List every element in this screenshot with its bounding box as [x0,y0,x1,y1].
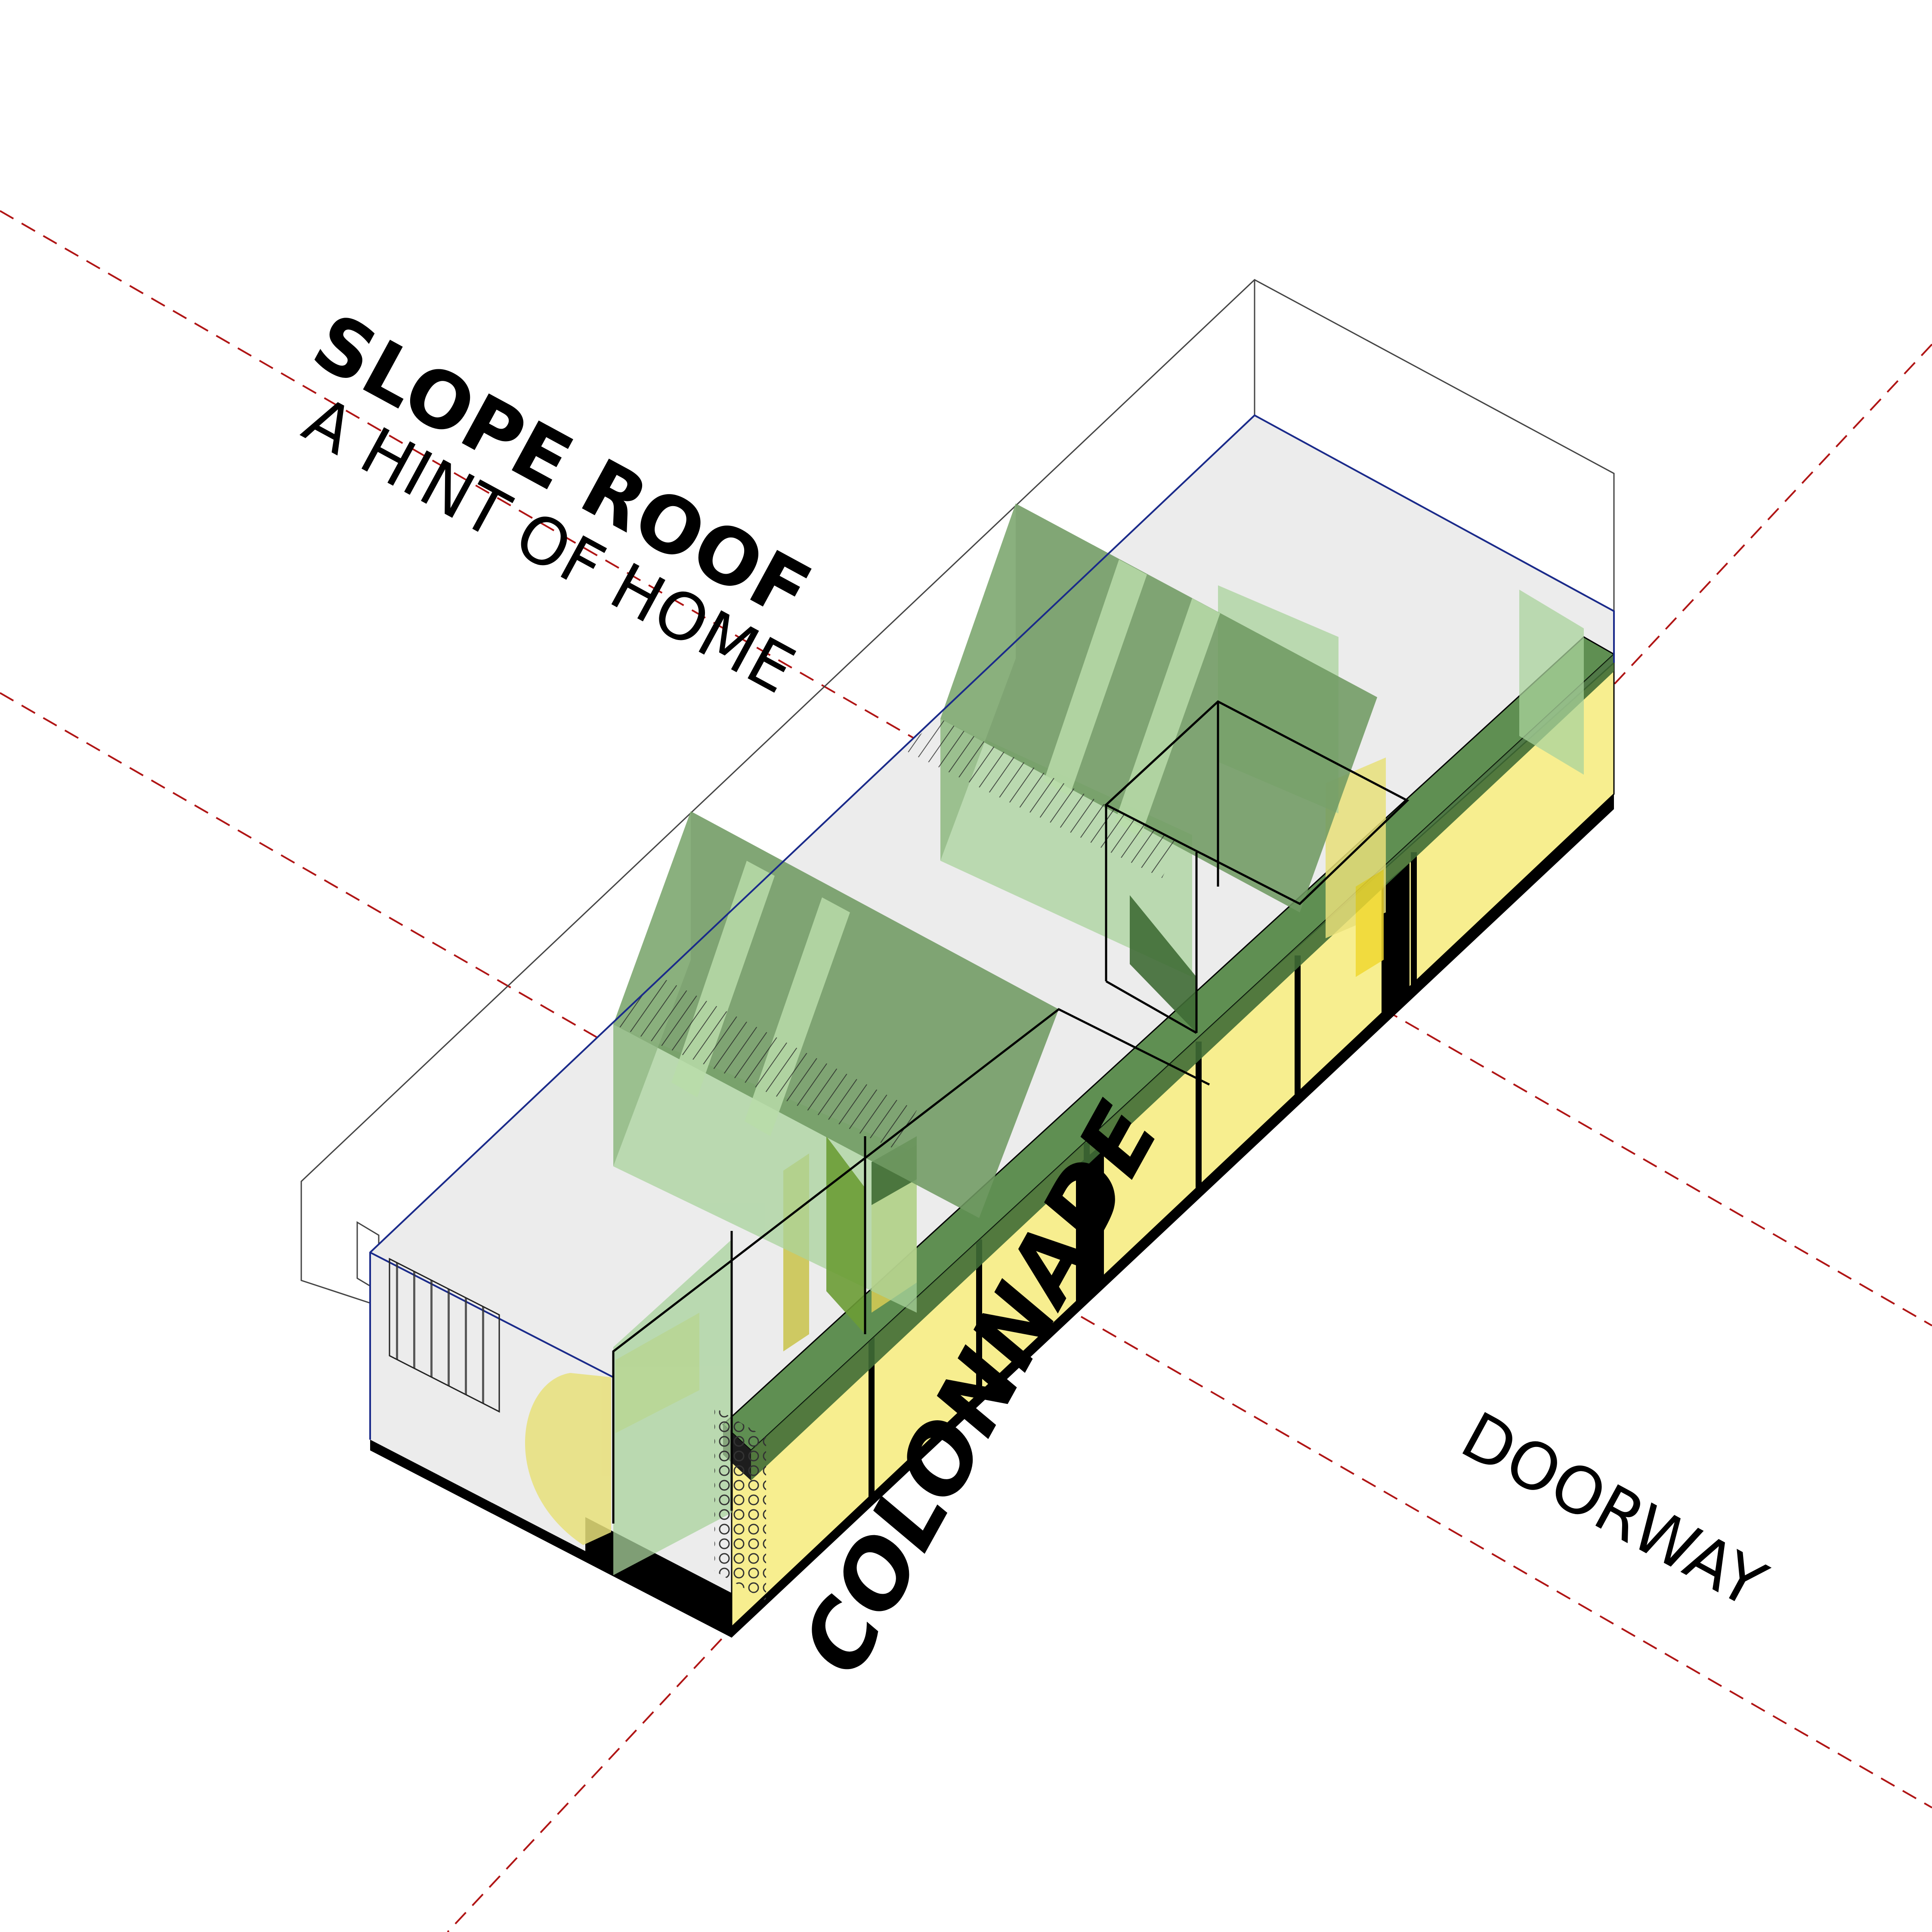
hatched-gutter [902,719,1179,878]
thick-pillar [1076,1143,1104,1308]
roof-plane [613,811,1059,1218]
left-facade-details [389,1258,766,1601]
roof-skylight [1115,598,1220,837]
thick-pillar [1382,863,1410,1024]
frame-boxes [612,700,1410,1524]
hatched-gutter [613,977,917,1149]
slope-roof-1 [613,811,1059,1218]
window-frame [389,1258,500,1413]
doorway-label: DOORWAY [1450,1398,1777,1623]
slatted-window [389,1259,499,1412]
slope-roof-2 [902,504,1377,912]
curved-yellow-wall [525,1373,611,1545]
roof-skylight [1044,560,1147,796]
guide-line-upper [0,210,1932,1326]
guide-line-middle [0,692,1932,1808]
perforated-screen [714,1407,766,1601]
